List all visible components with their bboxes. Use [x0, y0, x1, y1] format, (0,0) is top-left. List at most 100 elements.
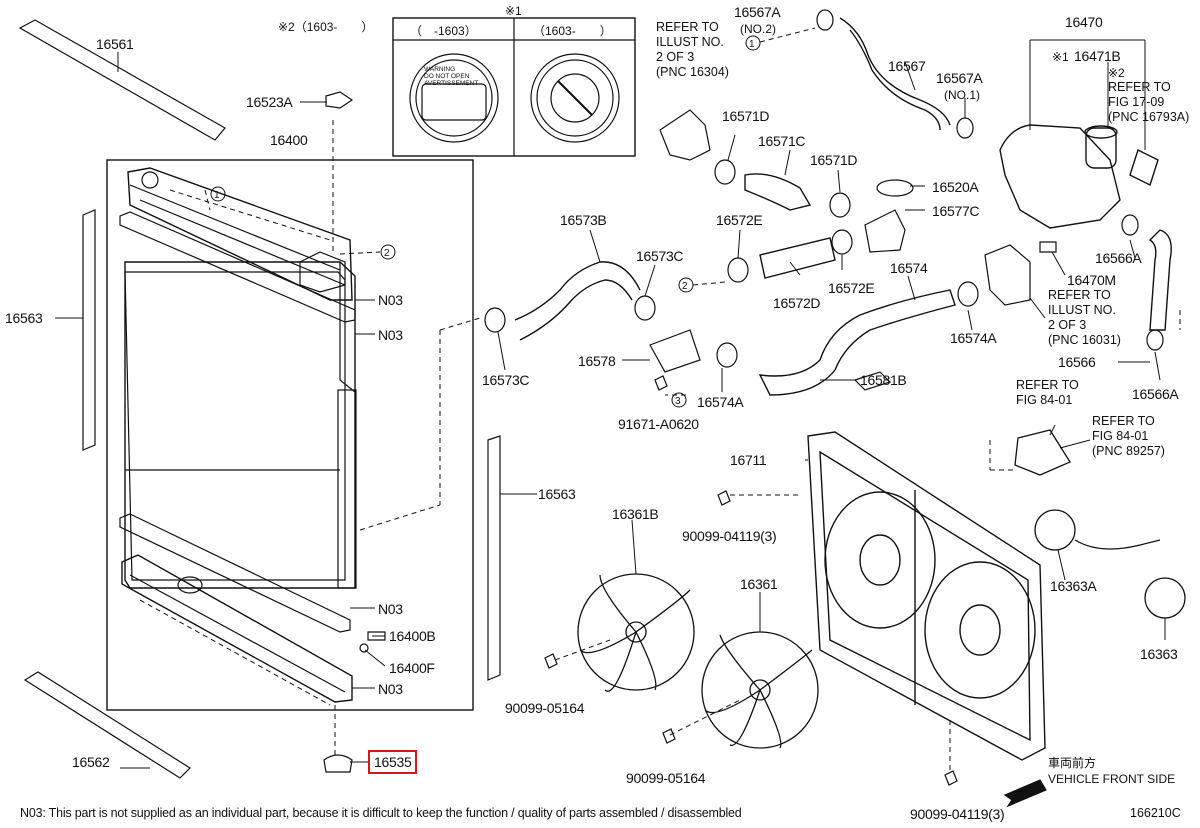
mark2-small: ※2 [1108, 66, 1125, 80]
part-label-16562[interactable]: 16562 [72, 754, 110, 770]
part-label-n03-3[interactable]: N03 [378, 601, 403, 617]
radiator-lower-tank [121, 554, 353, 703]
part-label-16470M[interactable]: 16470M [1067, 272, 1116, 288]
refer-to-fig-84-01-a-note: REFER TO FIG 84-01 [1016, 378, 1079, 407]
part-label-16571C[interactable]: 16571C [758, 133, 806, 149]
part-label-16566A-1[interactable]: 16566A [1095, 250, 1142, 266]
cap-column-1-header: （ -1603） [410, 24, 477, 38]
refer-to-16031-note: REFER TO ILLUST NO. 2 OF 3 (PNC 16031) [1048, 288, 1121, 347]
part-label-16571D-1[interactable]: 16571D [722, 108, 770, 124]
part-label-16574A-2[interactable]: 16574A [697, 394, 744, 410]
part-label-16400[interactable]: 16400 [270, 132, 308, 148]
radiator-side-seal-right [487, 435, 501, 681]
part-16567A-mid-note: (NO.1) [944, 88, 980, 102]
cap-16523A [325, 91, 354, 109]
fan-16361B [577, 573, 695, 692]
part-label-16572D[interactable]: 16572D [773, 295, 821, 311]
part-label-16571D-2[interactable]: 16571D [810, 152, 858, 168]
fitting-16577C [864, 209, 906, 253]
svg-text:2: 2 [682, 281, 688, 292]
part-label-16573B[interactable]: 16573B [560, 212, 607, 228]
part-label-16563-mid[interactable]: 16563 [538, 486, 576, 502]
part-label-n03-4[interactable]: N03 [378, 681, 403, 697]
part-label-16561[interactable]: 16561 [96, 36, 134, 52]
radiator-assembly-frame [106, 159, 474, 711]
motor-16363 [1144, 577, 1186, 619]
refer-to-fig-84-01-b-note: REFER TO FIG 84-01 (PNC 89257) [1092, 414, 1165, 458]
clamp-group [484, 9, 1164, 391]
motor-wire [1074, 539, 1161, 550]
part-label-16535-highlighted[interactable]: 16535 [367, 750, 418, 774]
svg-text:3: 3 [675, 396, 681, 407]
part-label-16581B[interactable]: 16581B [860, 372, 907, 388]
mark1-note: ※1 [505, 4, 522, 18]
fan-shroud-16711 [807, 431, 1046, 761]
n03-footnote: N03: This part is not supplied as an ind… [20, 806, 742, 820]
part-label-16566A-2[interactable]: 16566A [1132, 386, 1179, 402]
part-label-16573C-1[interactable]: 16573C [636, 248, 684, 264]
radiator-side-seal-left [82, 209, 96, 451]
part-label-16567[interactable]: 16567 [888, 58, 926, 74]
hose-group [514, 17, 1172, 396]
motor-16363A [1034, 509, 1076, 551]
radiator-lower-seal [119, 513, 351, 633]
vehicle-front-jp-note: 車両前方 [1048, 756, 1097, 770]
oring-16400F [359, 643, 369, 653]
part-label-16400B[interactable]: 16400B [389, 628, 436, 644]
part-label-90099-05164-2[interactable]: 90099-05164 [626, 770, 706, 786]
radiator-upper-seal [119, 211, 356, 323]
part-label-16574[interactable]: 16574 [890, 260, 928, 276]
part-label-90099-05164-1[interactable]: 90099-05164 [505, 700, 585, 716]
vehicle-front-en-note: VEHICLE FRONT SIDE [1048, 772, 1176, 786]
thermostat-housing [984, 244, 1031, 306]
radiator-core [124, 261, 357, 589]
part-label-16471B[interactable]: 16471B [1074, 48, 1121, 64]
part-label-16567A-top[interactable]: 16567A [734, 4, 781, 20]
part-label-16573C-2[interactable]: 16573C [482, 372, 530, 388]
svg-text:1: 1 [214, 190, 220, 201]
part-label-16566[interactable]: 16566 [1058, 354, 1096, 370]
reservoir-tank [999, 124, 1159, 229]
part-label-16572E-2[interactable]: 16572E [828, 280, 875, 296]
part-label-16363[interactable]: 16363 [1140, 646, 1178, 662]
part-label-16574A-1[interactable]: 16574A [950, 330, 997, 346]
fitting-16578 [649, 329, 701, 373]
part-label-16520A[interactable]: 16520A [932, 179, 979, 195]
mark2-range-note: ※2（1603- ） [278, 20, 374, 34]
part-16567A-top-note: (NO.2) [740, 22, 776, 36]
part-label-16711[interactable]: 16711 [730, 452, 767, 468]
water-inlet [659, 109, 711, 161]
svg-text:2: 2 [384, 248, 390, 259]
radiator-support-seal-upper [18, 19, 226, 141]
cap-16470M [1039, 241, 1057, 253]
part-label-16363A[interactable]: 16363A [1050, 578, 1097, 594]
part-label-n03-2[interactable]: N03 [378, 327, 403, 343]
part-label-16523A[interactable]: 16523A [246, 94, 293, 110]
part-label-16400F[interactable]: 16400F [389, 660, 435, 676]
radiator-upper-tank [127, 167, 353, 301]
fan-16361 [701, 631, 819, 749]
vehicle-front-arrow [1003, 779, 1047, 808]
fan-controller [1014, 429, 1071, 476]
part-label-90099-04119-2[interactable]: 90099-04119(3) [910, 806, 1005, 822]
radiator-cap-inset [392, 17, 636, 157]
radiator-support-seal-lower [23, 671, 191, 779]
part-label-16470[interactable]: 16470 [1065, 14, 1103, 30]
diagram-code: 166210C [1130, 806, 1181, 820]
refer-to-16304-note: REFER TO ILLUST NO. 2 OF 3 (PNC 16304) [656, 20, 729, 79]
part-label-16577C[interactable]: 16577C [932, 203, 980, 219]
part-label-16361B[interactable]: 16361B [612, 506, 659, 522]
part-label-16361[interactable]: 16361 [740, 576, 778, 592]
cap-16520A [876, 179, 914, 197]
mark1-small: ※1 [1052, 50, 1069, 64]
svg-text:1: 1 [749, 39, 755, 50]
drain-cock-16400B [367, 631, 386, 641]
part-label-91671-A0620[interactable]: 91671-A0620 [618, 416, 699, 432]
part-label-16578[interactable]: 16578 [578, 353, 616, 369]
part-label-16567A-mid[interactable]: 16567A [936, 70, 983, 86]
part-label-16563-left[interactable]: 16563 [5, 310, 43, 326]
part-label-n03-1[interactable]: N03 [378, 292, 403, 308]
part-label-90099-04119-1[interactable]: 90099-04119(3) [682, 528, 777, 544]
part-label-16572E-1[interactable]: 16572E [716, 212, 763, 228]
